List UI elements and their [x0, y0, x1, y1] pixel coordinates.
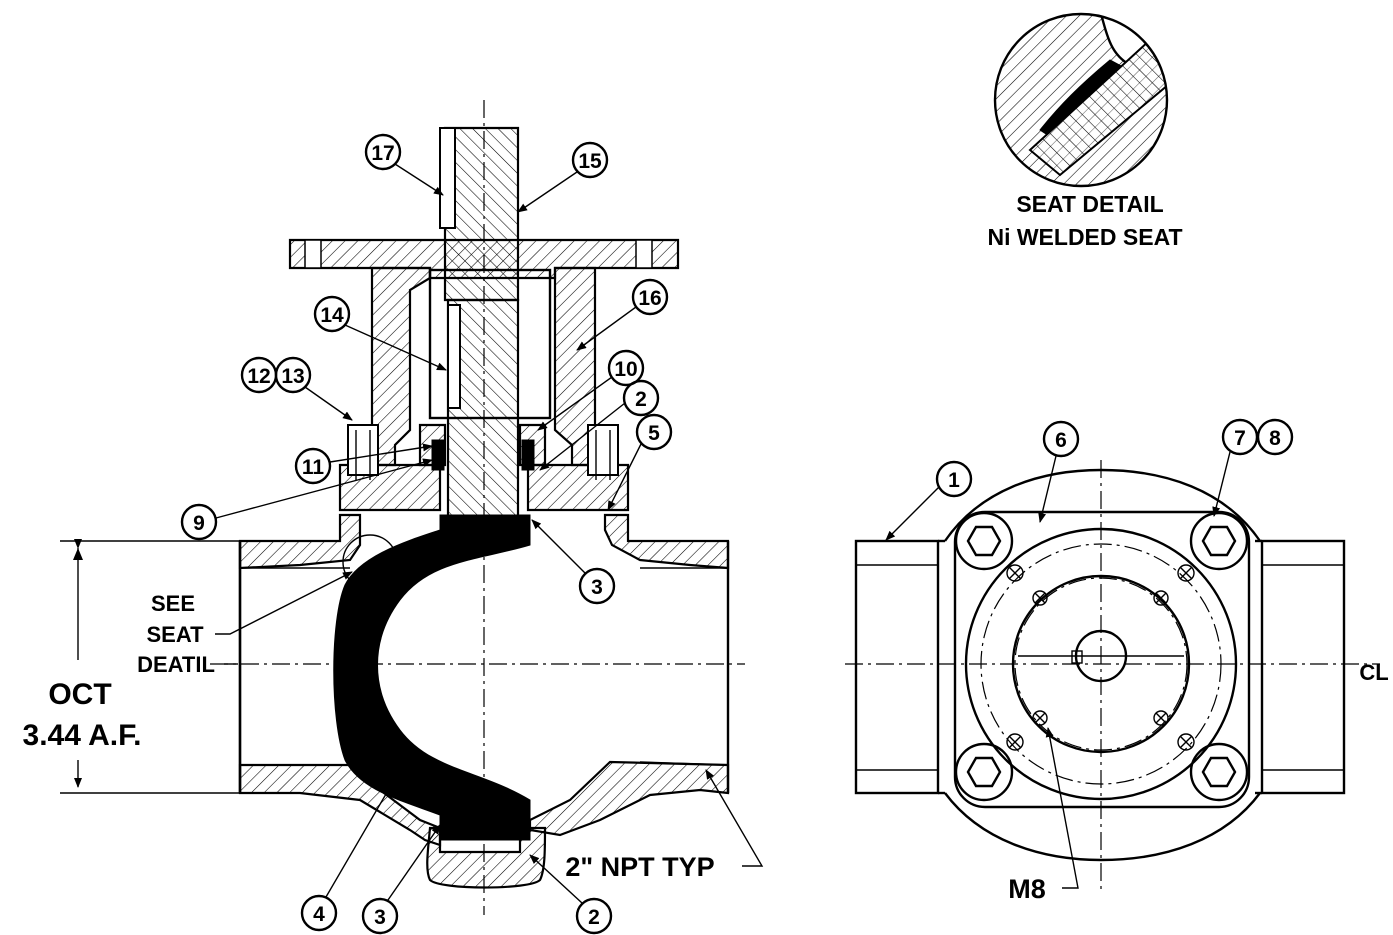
svg-text:13: 13: [281, 365, 304, 388]
svg-text:3: 3: [374, 906, 386, 929]
svg-text:5: 5: [648, 422, 660, 445]
npt-note: 2" NPT TYP: [565, 769, 764, 882]
seat-label: SEAT: [146, 622, 204, 647]
balloon-3-right: 3: [531, 519, 616, 605]
bolt-head: [954, 742, 1014, 802]
deatil-label: DEATIL: [137, 652, 215, 677]
svg-text:1: 1: [948, 469, 960, 492]
balloons-section: 17 15 16 14 12 13 10 2 5 11 9 3 4 3 2: [180, 133, 673, 935]
see-label: SEE: [151, 591, 195, 616]
svg-text:8: 8: [1269, 427, 1281, 450]
balloon-6: 6: [1038, 420, 1080, 523]
bolt-head: [1189, 742, 1249, 802]
svg-text:2: 2: [588, 906, 600, 929]
bolt-head: [1189, 511, 1249, 571]
balloon-16: 16: [576, 278, 669, 351]
balloons-end-view: 1 6 7 8: [885, 418, 1294, 541]
balloon-12: 12: [240, 356, 278, 394]
balloon-5: 5: [607, 413, 673, 511]
centerline-symbol: CL: [1359, 660, 1388, 685]
balloon-3-bottom: 3: [361, 824, 441, 935]
svg-text:9: 9: [193, 512, 205, 535]
svg-text:16: 16: [638, 287, 661, 310]
balloon-14: 14: [313, 295, 447, 371]
balloon-13: 13: [274, 356, 353, 421]
bolt-head: [954, 511, 1014, 571]
balloon-9: 9: [180, 458, 433, 541]
svg-text:2: 2: [635, 388, 647, 411]
svg-text:14: 14: [320, 304, 344, 327]
oct-label: OCT: [48, 678, 111, 711]
af-label: 3.44 A.F.: [23, 719, 142, 752]
seat-detail-view: SEAT DETAIL Ni WELDED SEAT: [987, 12, 1183, 250]
svg-text:12: 12: [247, 365, 270, 388]
see-seat-detail-note: SEE SEAT DEATIL: [137, 571, 353, 677]
svg-text:4: 4: [313, 903, 325, 926]
svg-text:7: 7: [1234, 427, 1246, 450]
balloon-4: 4: [300, 769, 401, 932]
svg-text:6: 6: [1055, 429, 1067, 452]
svg-text:11: 11: [302, 456, 325, 479]
seat-detail-title: SEAT DETAIL: [1016, 191, 1163, 217]
svg-text:10: 10: [614, 358, 637, 381]
balloon-8: 8: [1256, 418, 1294, 456]
seat-detail-subtitle: Ni WELDED SEAT: [987, 224, 1182, 250]
balloon-11: 11: [294, 443, 433, 485]
balloon-15: 15: [517, 141, 609, 213]
balloon-1: 1: [885, 460, 973, 541]
balloon-2-bottom: 2: [529, 854, 613, 935]
end-view: M8 CL: [845, 460, 1389, 904]
balloon-2-top: 2: [539, 379, 660, 471]
svg-text:17: 17: [371, 142, 394, 165]
m8-label: M8: [1008, 874, 1046, 904]
npt-label: 2" NPT TYP: [565, 852, 714, 882]
svg-text:15: 15: [578, 150, 602, 173]
balloon-17: 17: [364, 133, 444, 196]
oct-dimension: OCT 3.44 A.F.: [23, 539, 240, 794]
section-view: [210, 100, 745, 915]
balloon-10: 10: [537, 349, 645, 431]
svg-text:3: 3: [591, 576, 603, 599]
